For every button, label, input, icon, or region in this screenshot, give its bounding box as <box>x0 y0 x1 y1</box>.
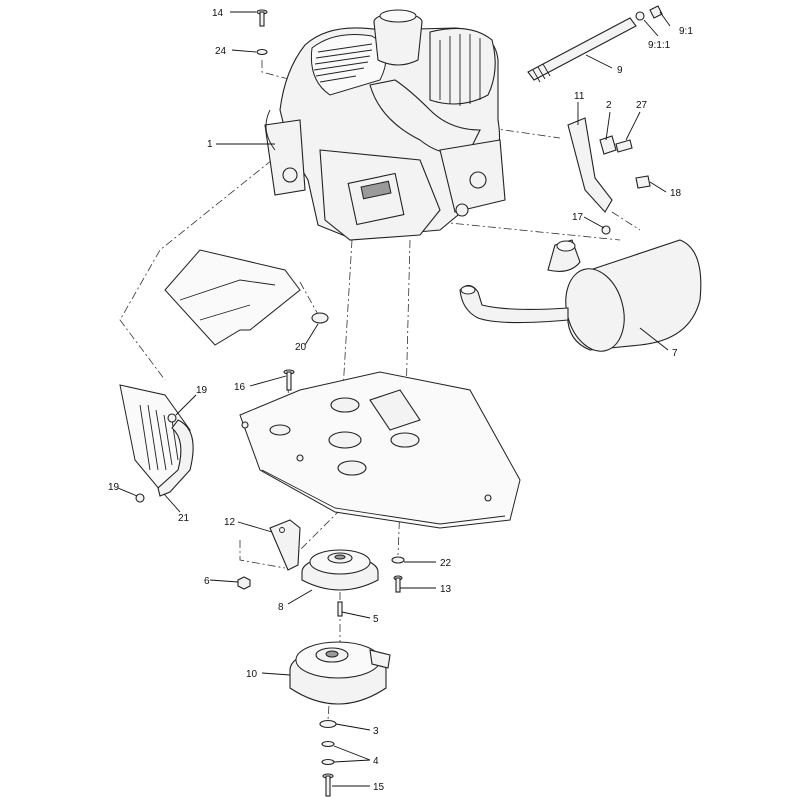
callout-10: 10 <box>246 669 258 680</box>
bolt-14-washer-24 <box>256 9 268 56</box>
callout-24: 24 <box>215 46 227 57</box>
callout-9-1: 9:1 <box>679 26 693 37</box>
fitting-9-1-1 <box>635 11 645 21</box>
callout-18: 18 <box>670 188 682 199</box>
callout-4: 4 <box>373 756 379 767</box>
engine <box>264 9 506 241</box>
callout-15: 15 <box>373 782 385 793</box>
pulley <box>301 549 379 591</box>
key <box>337 601 343 617</box>
callout-19-upper: 19 <box>196 385 208 396</box>
callout-21: 21 <box>178 513 190 524</box>
callout-1: 1 <box>207 139 213 150</box>
deck-plate <box>239 371 521 529</box>
callout-7: 7 <box>672 348 678 359</box>
callout-22: 22 <box>440 558 452 569</box>
callout-6: 6 <box>204 576 210 587</box>
callout-13: 13 <box>440 584 452 595</box>
callout-19-lower: 19 <box>108 482 120 493</box>
nut-6 <box>237 576 251 590</box>
washer-22-bolt-13 <box>391 556 405 593</box>
muffler <box>459 239 702 352</box>
callout-17: 17 <box>572 212 584 223</box>
callout-12: 12 <box>224 517 236 528</box>
exhaust-pipe <box>527 5 663 83</box>
callout-9: 9 <box>617 65 623 76</box>
callout-16: 16 <box>234 382 246 393</box>
clutch-fasteners <box>319 719 337 797</box>
engine-shield <box>164 249 329 346</box>
callout-11: 11 <box>574 91 585 102</box>
bracket-12 <box>269 519 301 571</box>
callout-labels: 14 24 1 9:1:1 9:1 9 11 2 27 18 17 7 20 1… <box>108 8 693 793</box>
callout-2: 2 <box>606 100 612 111</box>
belt-guard <box>119 384 194 503</box>
bolt-16 <box>283 369 295 391</box>
fitting-9-1 <box>649 5 663 19</box>
callout-9-1-1: 9:1:1 <box>648 40 671 51</box>
leader-lines <box>117 11 671 787</box>
callout-20: 20 <box>295 342 307 353</box>
clutch <box>289 641 391 705</box>
callout-5: 5 <box>373 614 379 625</box>
callout-27: 27 <box>636 100 648 111</box>
callout-8: 8 <box>278 602 284 613</box>
callout-3: 3 <box>373 726 379 737</box>
callout-14: 14 <box>212 8 224 19</box>
